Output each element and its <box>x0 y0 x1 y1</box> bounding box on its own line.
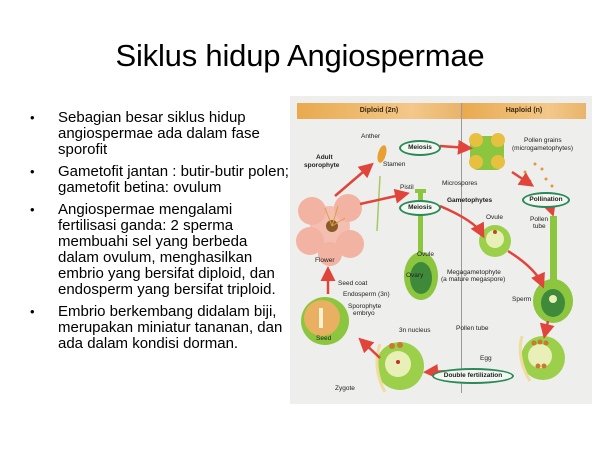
label-ovary: Ovary <box>406 272 424 279</box>
label-zygote: Zygote <box>335 385 355 392</box>
label-pistil: Pistil <box>400 184 414 191</box>
label-adult: Adult <box>316 154 333 161</box>
bullet-item: • Angiospermae mengalami fertilisasi gand… <box>30 202 292 298</box>
label-flower: Flower <box>315 257 335 264</box>
label-sporophyte: sporophyte <box>304 162 340 169</box>
haploid-header: Haploid (n) <box>462 103 586 119</box>
bullet-item: • Sebagian besar siklus hidup angiosperma… <box>30 110 292 158</box>
bullet-dot: • <box>30 110 35 125</box>
label-sporophyte-embryo-1: Sporophyte <box>348 303 382 310</box>
label-megagametophyte: Megagametophyte <box>447 269 501 276</box>
label-pollen-tube-bottom: Pollen tube <box>456 325 489 332</box>
cycle-arrows <box>320 139 556 380</box>
label-microgametophytes: (microgametophytes) <box>512 145 574 152</box>
bullet-item: • Embrio berkembang didalam biji, merupak… <box>30 304 292 352</box>
pollination-oval: Pollination <box>522 192 570 208</box>
bullet-dot: • <box>30 304 35 319</box>
ovule-icon <box>479 225 511 257</box>
stamen-icon <box>376 145 387 232</box>
life-cycle-illustration <box>296 133 573 393</box>
bullet-text: Embrio berkembang didalam biji, merupaka… <box>58 303 283 352</box>
slide-title: Siklus hidup Angiospermae <box>115 38 485 73</box>
double-fertilization-oval: Double fertilization <box>432 368 514 384</box>
seed-icon <box>301 297 349 345</box>
label-3n-nucleus: 3n nucleus <box>399 327 431 334</box>
bullet-text: Sebagian besar siklus hidup angiospermae… <box>58 109 260 158</box>
label-pollen-grains: Pollen grains <box>524 137 562 144</box>
pistil-icon <box>404 189 438 300</box>
label-egg: Egg <box>480 355 492 362</box>
fertilizing-pistil-icon <box>533 216 573 323</box>
label-anther: Anther <box>361 133 381 140</box>
label-ovule-left: Ovule <box>417 251 434 258</box>
label-gametophytes: Gametophytes <box>447 197 493 204</box>
bullet-item: • Gametofit jantan : butir-butir polen; g… <box>30 164 292 196</box>
microspores-icon <box>469 133 505 170</box>
label-stamen: Stamen <box>383 161 406 168</box>
label-mature-megaspore: (a mature megaspore) <box>441 276 506 283</box>
bullet-text: Gametofit jantan : butir-butir polen; ga… <box>58 163 289 196</box>
zygote-ovule-icon <box>375 342 424 393</box>
life-cycle-diagram: Diploid (2n) Haploid (n) <box>290 96 592 404</box>
phase-divider <box>461 103 462 393</box>
fertilized-ovule-icon <box>518 335 565 382</box>
bullet-text: Angiospermae mengalami fertilisasi ganda… <box>58 201 276 298</box>
label-ovule-right: Ovule <box>486 214 503 221</box>
meiosis-oval-mid: Meiosis <box>399 200 441 216</box>
bullet-list: • Sebagian besar siklus hidup angiosperma… <box>30 110 292 358</box>
label-seed: Seed <box>316 335 332 342</box>
label-seed-coat: Seed coat <box>338 280 368 287</box>
bullet-dot: • <box>30 202 35 217</box>
label-pollen-tube-top-1: Pollen <box>530 216 549 223</box>
bullet-dot: • <box>30 164 35 179</box>
label-pollen-tube-top-2: tube <box>533 223 546 230</box>
diploid-header: Diploid (2n) <box>297 103 461 119</box>
label-sporophyte-embryo-2: embryo <box>353 310 375 317</box>
label-sperm: Sperm <box>512 296 532 303</box>
meiosis-oval-top: Meiosis <box>399 140 441 156</box>
flower-icon <box>296 194 364 266</box>
label-endosperm: Endosperm (3n) <box>343 291 390 298</box>
label-microspores: Microspores <box>442 180 478 187</box>
